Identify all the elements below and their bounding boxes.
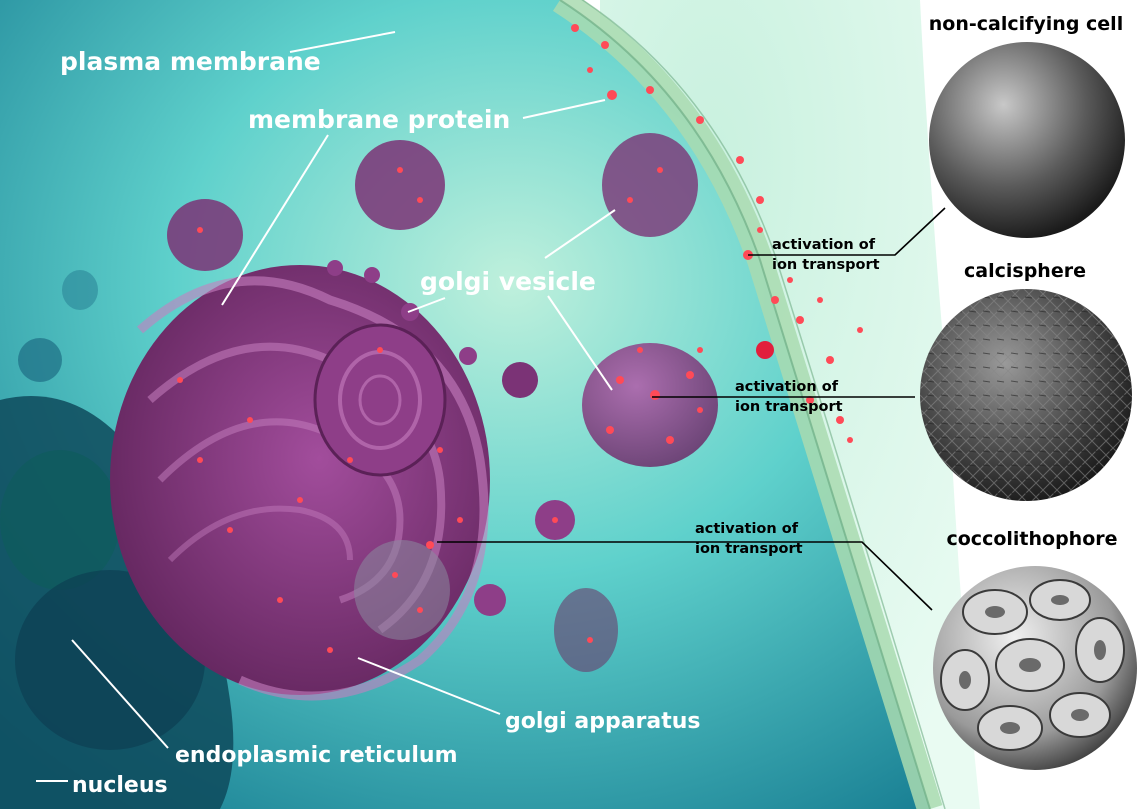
vesicle: [167, 199, 243, 271]
coccolithophore-image: [933, 566, 1137, 770]
ion-transport-label-1: activation of: [772, 237, 876, 253]
vesicle: [602, 133, 698, 237]
membrane-protein-label: membrane protein: [248, 105, 510, 134]
calcisphere-image: [920, 289, 1132, 501]
coccolithophore-title: coccolithophore: [946, 528, 1117, 550]
non-calcifying-cell-title: non-calcifying cell: [929, 13, 1123, 35]
vesicle: [582, 343, 718, 467]
nucleus-label: nucleus: [72, 773, 168, 798]
ion-transport-label-1b: ion transport: [772, 257, 880, 273]
ion-transport-label-2b: ion transport: [735, 399, 843, 415]
ion-transport-label-2: activation of: [735, 379, 839, 395]
golgi-apparatus-label: golgi apparatus: [505, 709, 701, 734]
non-calcifying-cell-image: [929, 42, 1125, 238]
calcisphere-title: calcisphere: [964, 260, 1086, 282]
vesicle: [554, 588, 618, 672]
vesicle: [354, 540, 450, 640]
ion-transport-label-3b: ion transport: [695, 541, 803, 557]
ion-transport-label-3: activation of: [695, 521, 799, 537]
endoplasmic-reticulum-label: endoplasmic reticulum: [175, 743, 458, 768]
plasma-membrane-label: plasma membrane: [60, 47, 321, 76]
golgi-vesicle-label: golgi vesicle: [420, 267, 596, 296]
vesicle: [355, 140, 445, 230]
cell-types-panel: non-calcifying cell calcisphere coccolit…: [920, 13, 1137, 770]
